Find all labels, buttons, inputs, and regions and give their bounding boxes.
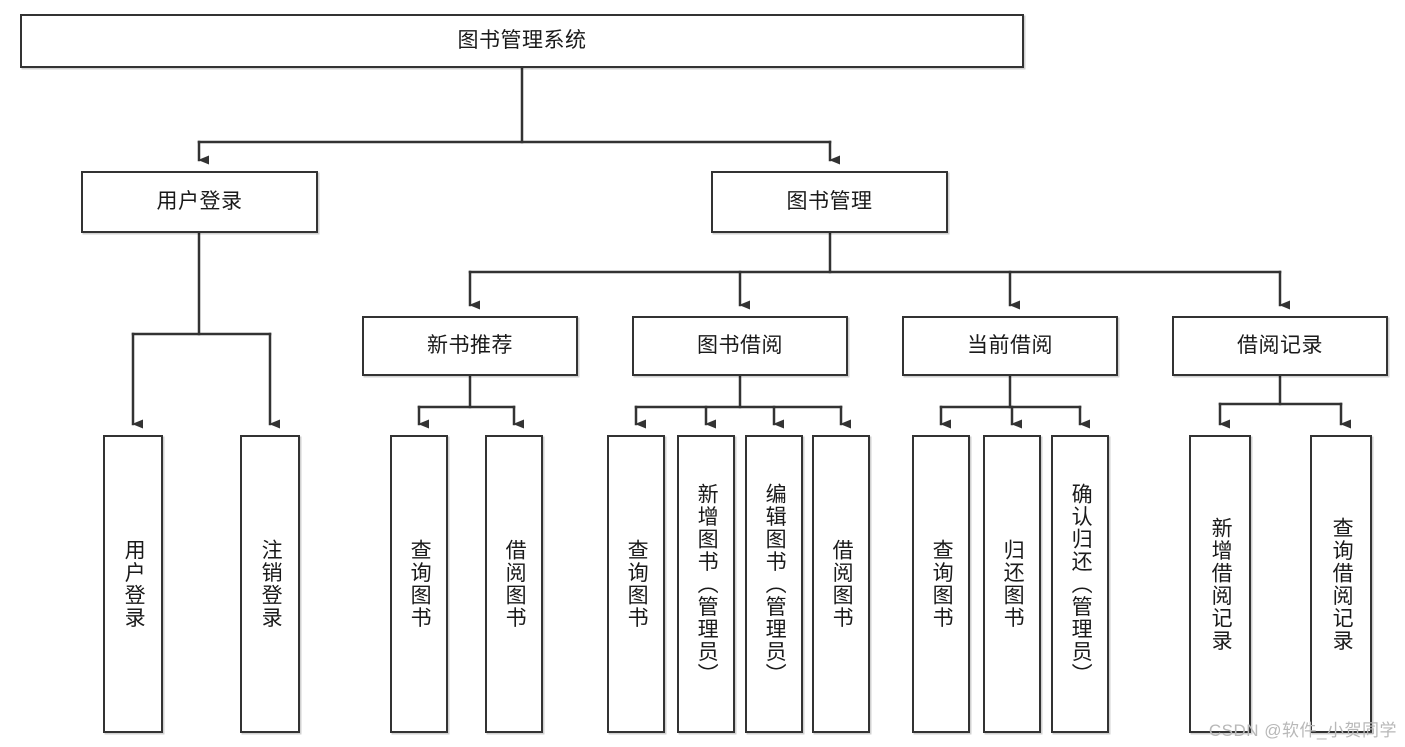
leaf-user-login[interactable]: 用户登录 — [103, 435, 163, 733]
leaf-logout[interactable]: 注销登录 — [240, 435, 300, 733]
leaf-add-record[interactable]: 新增借阅记录 — [1189, 435, 1251, 733]
leaf-edit-book[interactable]: 编辑图书（管理员） — [745, 435, 803, 733]
leaf-query-book-1[interactable]: 查询图书 — [390, 435, 448, 733]
leaf-add-book-label: 新增图书（管理员） — [695, 482, 719, 686]
node-borrow-record[interactable]: 借阅记录 — [1172, 316, 1388, 376]
node-new-book-recommend-label: 新书推荐 — [427, 333, 513, 357]
leaf-add-record-label: 新增借阅记录 — [1209, 516, 1233, 652]
node-new-book-recommend[interactable]: 新书推荐 — [362, 316, 578, 376]
node-root-label: 图书管理系统 — [457, 28, 587, 52]
leaf-logout-label: 注销登录 — [259, 539, 283, 629]
leaf-borrow-book-2-label: 借阅图书 — [830, 539, 854, 629]
leaf-query-record[interactable]: 查询借阅记录 — [1310, 435, 1372, 733]
leaf-confirm-return[interactable]: 确认归还（管理员） — [1051, 435, 1109, 733]
leaf-borrow-book-1-label: 借阅图书 — [503, 539, 527, 629]
leaf-query-book-2-label: 查询图书 — [625, 539, 649, 629]
node-root[interactable]: 图书管理系统 — [20, 14, 1024, 68]
leaf-return-book-label: 归还图书 — [1001, 539, 1025, 629]
node-book-manage-label: 图书管理 — [786, 189, 873, 213]
leaf-return-book[interactable]: 归还图书 — [983, 435, 1041, 733]
node-current-borrow-label: 当前借阅 — [967, 333, 1053, 357]
leaf-edit-book-label: 编辑图书（管理员） — [763, 482, 787, 686]
leaf-user-login-label: 用户登录 — [122, 539, 146, 629]
leaf-query-book-3[interactable]: 查询图书 — [912, 435, 970, 733]
leaf-confirm-return-label: 确认归还（管理员） — [1069, 482, 1093, 686]
node-user-login-label: 用户登录 — [156, 189, 243, 213]
leaf-borrow-book-2[interactable]: 借阅图书 — [812, 435, 870, 733]
leaf-query-book-1-label: 查询图书 — [408, 539, 432, 629]
node-current-borrow[interactable]: 当前借阅 — [902, 316, 1118, 376]
node-user-login[interactable]: 用户登录 — [81, 171, 318, 233]
node-borrow-record-label: 借阅记录 — [1237, 333, 1323, 357]
leaf-borrow-book-1[interactable]: 借阅图书 — [485, 435, 543, 733]
leaf-add-book[interactable]: 新增图书（管理员） — [677, 435, 735, 733]
leaf-query-book-3-label: 查询图书 — [930, 539, 954, 629]
leaf-query-record-label: 查询借阅记录 — [1330, 516, 1354, 652]
node-book-manage[interactable]: 图书管理 — [711, 171, 948, 233]
leaf-query-book-2[interactable]: 查询图书 — [607, 435, 665, 733]
node-book-borrow-label: 图书借阅 — [697, 333, 783, 357]
node-book-borrow[interactable]: 图书借阅 — [632, 316, 848, 376]
